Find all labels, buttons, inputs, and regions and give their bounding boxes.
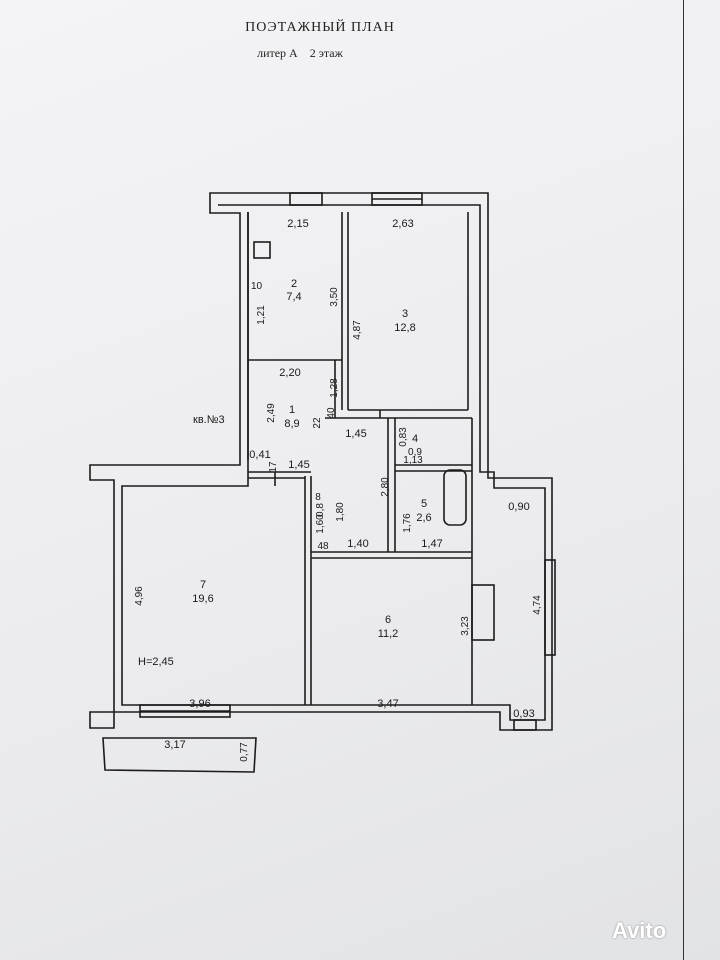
room-1-number: 1 — [289, 404, 295, 416]
dimension: 0,8 — [315, 503, 326, 517]
room-labels: 1 8,9 2 7,4 3 12,8 4 0,9 5 2,6 6 11,2 7 … — [138, 278, 432, 668]
dimension: 1,47 — [421, 538, 442, 550]
dimension: 4,74 — [532, 595, 543, 615]
room-4-area: 0,9 — [408, 447, 422, 458]
dimension: 1,40 — [347, 538, 368, 550]
apartment-label: кв.№3 — [193, 414, 225, 426]
avito-watermark: Avito — [612, 918, 667, 943]
stair-block — [471, 584, 495, 641]
stove — [253, 241, 271, 259]
window — [513, 719, 537, 731]
dimension: 2,49 — [266, 403, 277, 423]
room-3-area: 12,8 — [394, 322, 415, 334]
dimension: 2,15 — [287, 218, 308, 230]
dimension: 2,20 — [279, 367, 300, 379]
sheet-border — [683, 0, 684, 960]
dimension: 3,23 — [460, 616, 471, 636]
dimension: 1,28 — [329, 378, 340, 398]
room-5-area: 2,6 — [416, 512, 431, 524]
dimension: 22 — [312, 417, 323, 429]
dimension: 1,45 — [345, 428, 366, 440]
dimension: 3,17 — [164, 739, 185, 751]
dimension: 1,80 — [335, 502, 346, 522]
room-6-number: 6 — [385, 614, 391, 626]
balcony — [102, 737, 257, 773]
dimension: 2,80 — [380, 477, 391, 497]
dimension: 1,13 — [403, 455, 423, 466]
room-1-area: 8,9 — [284, 418, 299, 430]
dimension: 3,47 — [377, 698, 398, 710]
window — [289, 192, 323, 206]
dimension: 1,60 — [315, 514, 326, 534]
dimension: 8 — [315, 492, 321, 503]
dimension: 2,63 — [392, 218, 413, 230]
room-6-area: 11,2 — [378, 628, 399, 640]
room-2-area: 7,4 — [286, 291, 301, 303]
dimension: 1,21 — [256, 305, 267, 325]
room-5-number: 5 — [421, 498, 427, 510]
liter-label: литер А — [257, 46, 298, 60]
walls — [89, 192, 556, 773]
room-7-number: 7 — [200, 579, 206, 591]
dimension: 1,76 — [402, 513, 413, 533]
bathtub — [443, 469, 467, 526]
ceiling-height: Н=2,45 — [138, 656, 174, 668]
dimension: 17 — [268, 461, 279, 473]
outer-wall — [89, 192, 553, 731]
dimension: 0,77 — [239, 742, 250, 762]
dimension: 3,50 — [329, 287, 340, 307]
dimension: 0,93 — [513, 708, 534, 720]
dimension: 40 — [326, 407, 337, 419]
plan-title: ПОЭТАЖНЫЙ ПЛАН — [245, 20, 395, 35]
dimension: 10 — [251, 281, 263, 292]
dimension: 4,96 — [134, 586, 145, 606]
floor-label: 2 этаж — [309, 46, 343, 60]
dimension: 0,83 — [398, 427, 409, 447]
dimension: 0,41 — [249, 449, 270, 461]
inner-wall-outline — [121, 204, 546, 721]
dimension: 1,45 — [288, 459, 309, 471]
room-7-area: 19,6 — [192, 593, 213, 605]
dimension: 3,96 — [189, 698, 210, 710]
dimension-labels: 2,15 2,63 10 1,21 3,50 4,87 2,20 1,28 2,… — [134, 218, 543, 762]
room-2-number: 2 — [291, 278, 297, 290]
plan-subtitle: литер А 2 этаж — [0, 46, 600, 61]
window — [544, 559, 556, 656]
room-3-number: 3 — [402, 308, 408, 320]
dimension: 4,87 — [352, 320, 363, 340]
dimension: 48 — [317, 541, 329, 552]
room-4-number: 4 — [412, 433, 418, 445]
dimension: 0,90 — [508, 501, 529, 513]
